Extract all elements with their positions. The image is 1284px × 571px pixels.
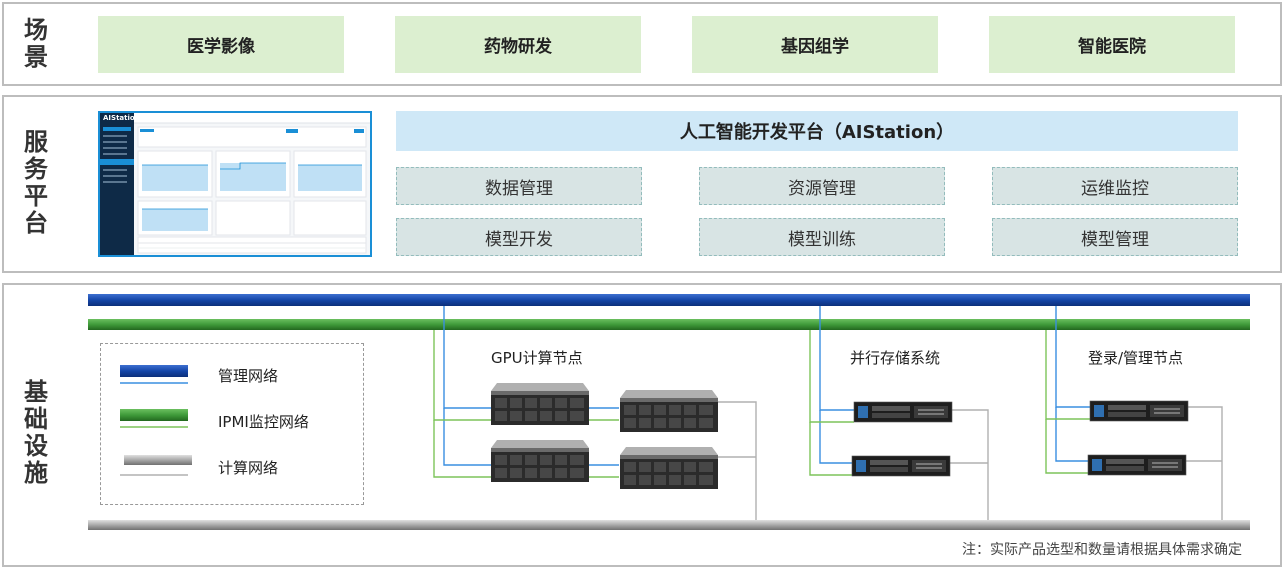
scene-label-char: 场 [24,16,48,44]
service-label-char: 台 [24,209,48,237]
storage-server [851,455,951,477]
infra-panel: 基 础 设 施 管理网络 IPMI监控网络 计算网络 GPU计算节点 并行存储系… [2,283,1282,567]
storage-node-label: 并行存储系统 [850,349,941,367]
scene-medical-imaging: 医学影像 [98,16,344,73]
footnote: 注：实际产品选型和数量请根据具体需求确定 [962,542,1242,558]
storage-connections [809,306,989,520]
module-data-management: 数据管理 [396,167,642,205]
scene-section-label: 场 景 [14,12,58,76]
login-node-label: 登录/管理节点 [1088,349,1184,367]
scene-drug-discovery: 药物研发 [395,16,641,73]
module-model-development: 模型开发 [396,218,642,256]
gpu-server [491,383,589,425]
legend-management-swatch [120,365,188,377]
platform-screenshot: AIStation [98,111,372,257]
gpu-server [491,440,589,482]
gpu-node-label: GPU计算节点 [491,349,583,367]
ipmi-network-bar [88,319,1250,330]
legend-management-label: 管理网络 [218,367,279,385]
service-label-char: 平 [24,182,48,210]
module-model-management: 模型管理 [992,218,1238,256]
infra-label-char: 施 [24,459,48,487]
module-model-training: 模型训练 [699,218,945,256]
legend-ipmi-swatch [120,409,188,421]
scene-label-char: 景 [24,43,48,71]
module-resource-management: 资源管理 [699,167,945,205]
gpu-server [620,447,718,489]
login-connections [1045,306,1223,520]
storage-server [853,401,953,423]
legend-compute-label: 计算网络 [218,459,279,477]
scene-panel: 场 景 医学影像 药物研发 基因组学 智能医院 [2,2,1282,86]
infra-label-char: 基 [24,378,48,406]
scene-smart-hospital: 智能医院 [989,16,1235,73]
infra-section-label: 基 础 设 施 [14,371,58,495]
legend-compute-swatch [124,455,192,465]
service-label-char: 服 [24,128,48,156]
service-label-char: 务 [24,155,48,183]
service-section-label: 服 务 平 台 [14,115,58,251]
scene-genomics: 基因组学 [692,16,938,73]
compute-network-bar [88,520,1250,530]
module-ops-monitoring: 运维监控 [992,167,1238,205]
gpu-server [620,390,718,432]
platform-screenshot-logo: AIStation [103,114,140,122]
login-server [1089,400,1189,422]
legend-ipmi-label: IPMI监控网络 [218,413,309,431]
infra-label-char: 础 [24,405,48,433]
infra-label-char: 设 [24,432,48,460]
network-legend [100,343,364,505]
service-panel: 服 务 平 台 [2,95,1282,273]
network-topology [88,294,1250,530]
platform-title: 人工智能开发平台（AIStation） [396,111,1238,151]
login-server [1087,454,1187,476]
platform-screenshot-image [100,113,370,255]
management-network-bar [88,294,1250,306]
